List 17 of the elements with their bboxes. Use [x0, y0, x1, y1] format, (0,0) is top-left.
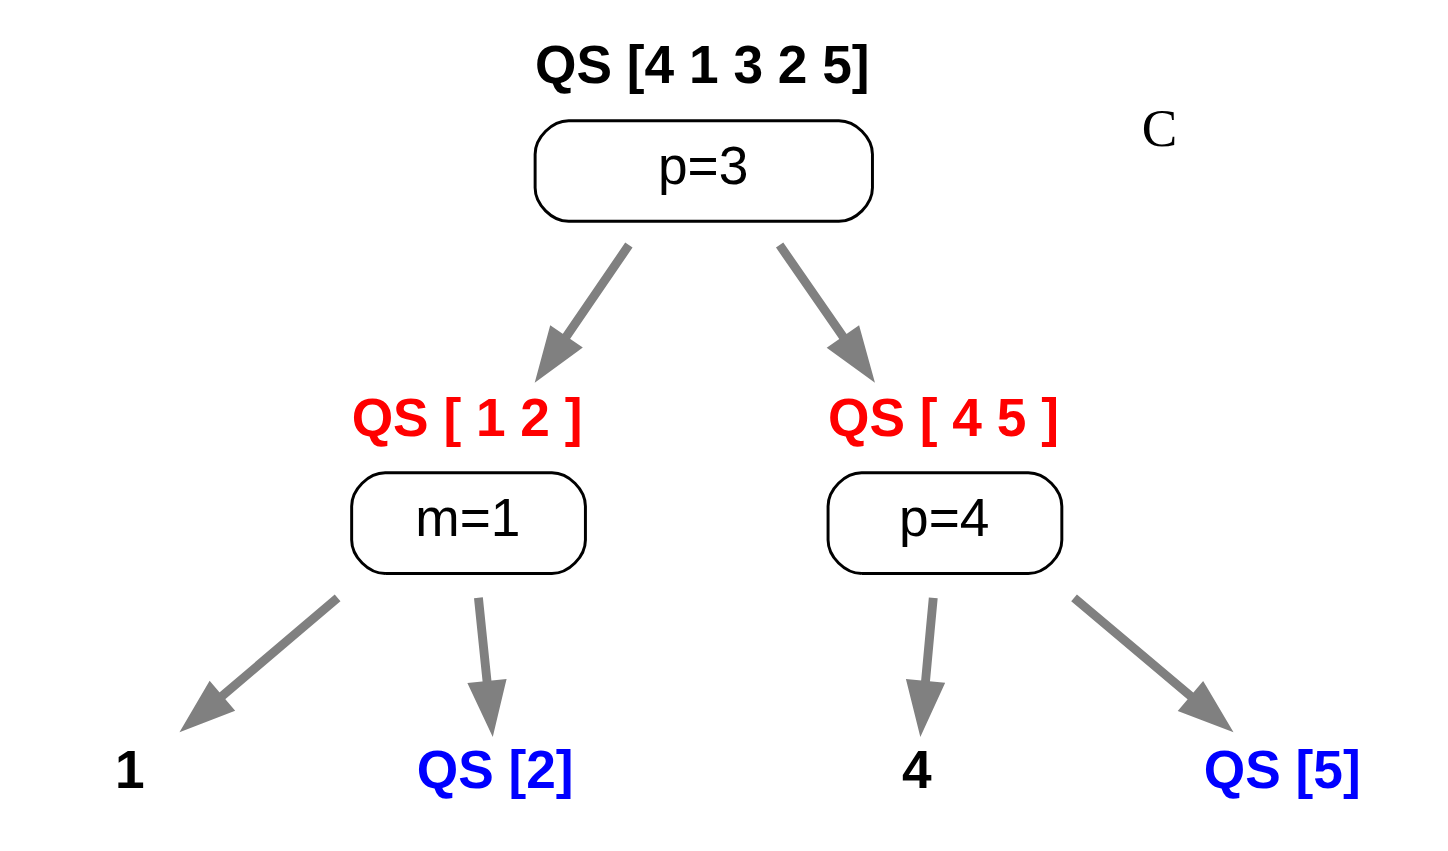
- arrow: [534, 242, 633, 383]
- node-text: 1: [114, 739, 145, 799]
- label: C: [1141, 98, 1177, 158]
- node-label: QS [ 4 5 ]: [827, 387, 1059, 447]
- arrow: [775, 242, 875, 383]
- node-text: 4: [901, 739, 932, 799]
- arrow: [905, 597, 945, 737]
- node-box: p=4: [826, 471, 1063, 575]
- node-label: QS [ 1 2 ]: [351, 387, 582, 447]
- node-box: m=1: [349, 471, 587, 575]
- arrow: [1070, 594, 1234, 733]
- node-label: QS [4 1 3 2 5]: [534, 35, 870, 95]
- node-box: p=3: [533, 119, 874, 223]
- node-text: QS [2]: [416, 739, 574, 799]
- arrow: [178, 594, 340, 733]
- node-text: QS [5]: [1203, 739, 1361, 799]
- arrow: [466, 597, 507, 737]
